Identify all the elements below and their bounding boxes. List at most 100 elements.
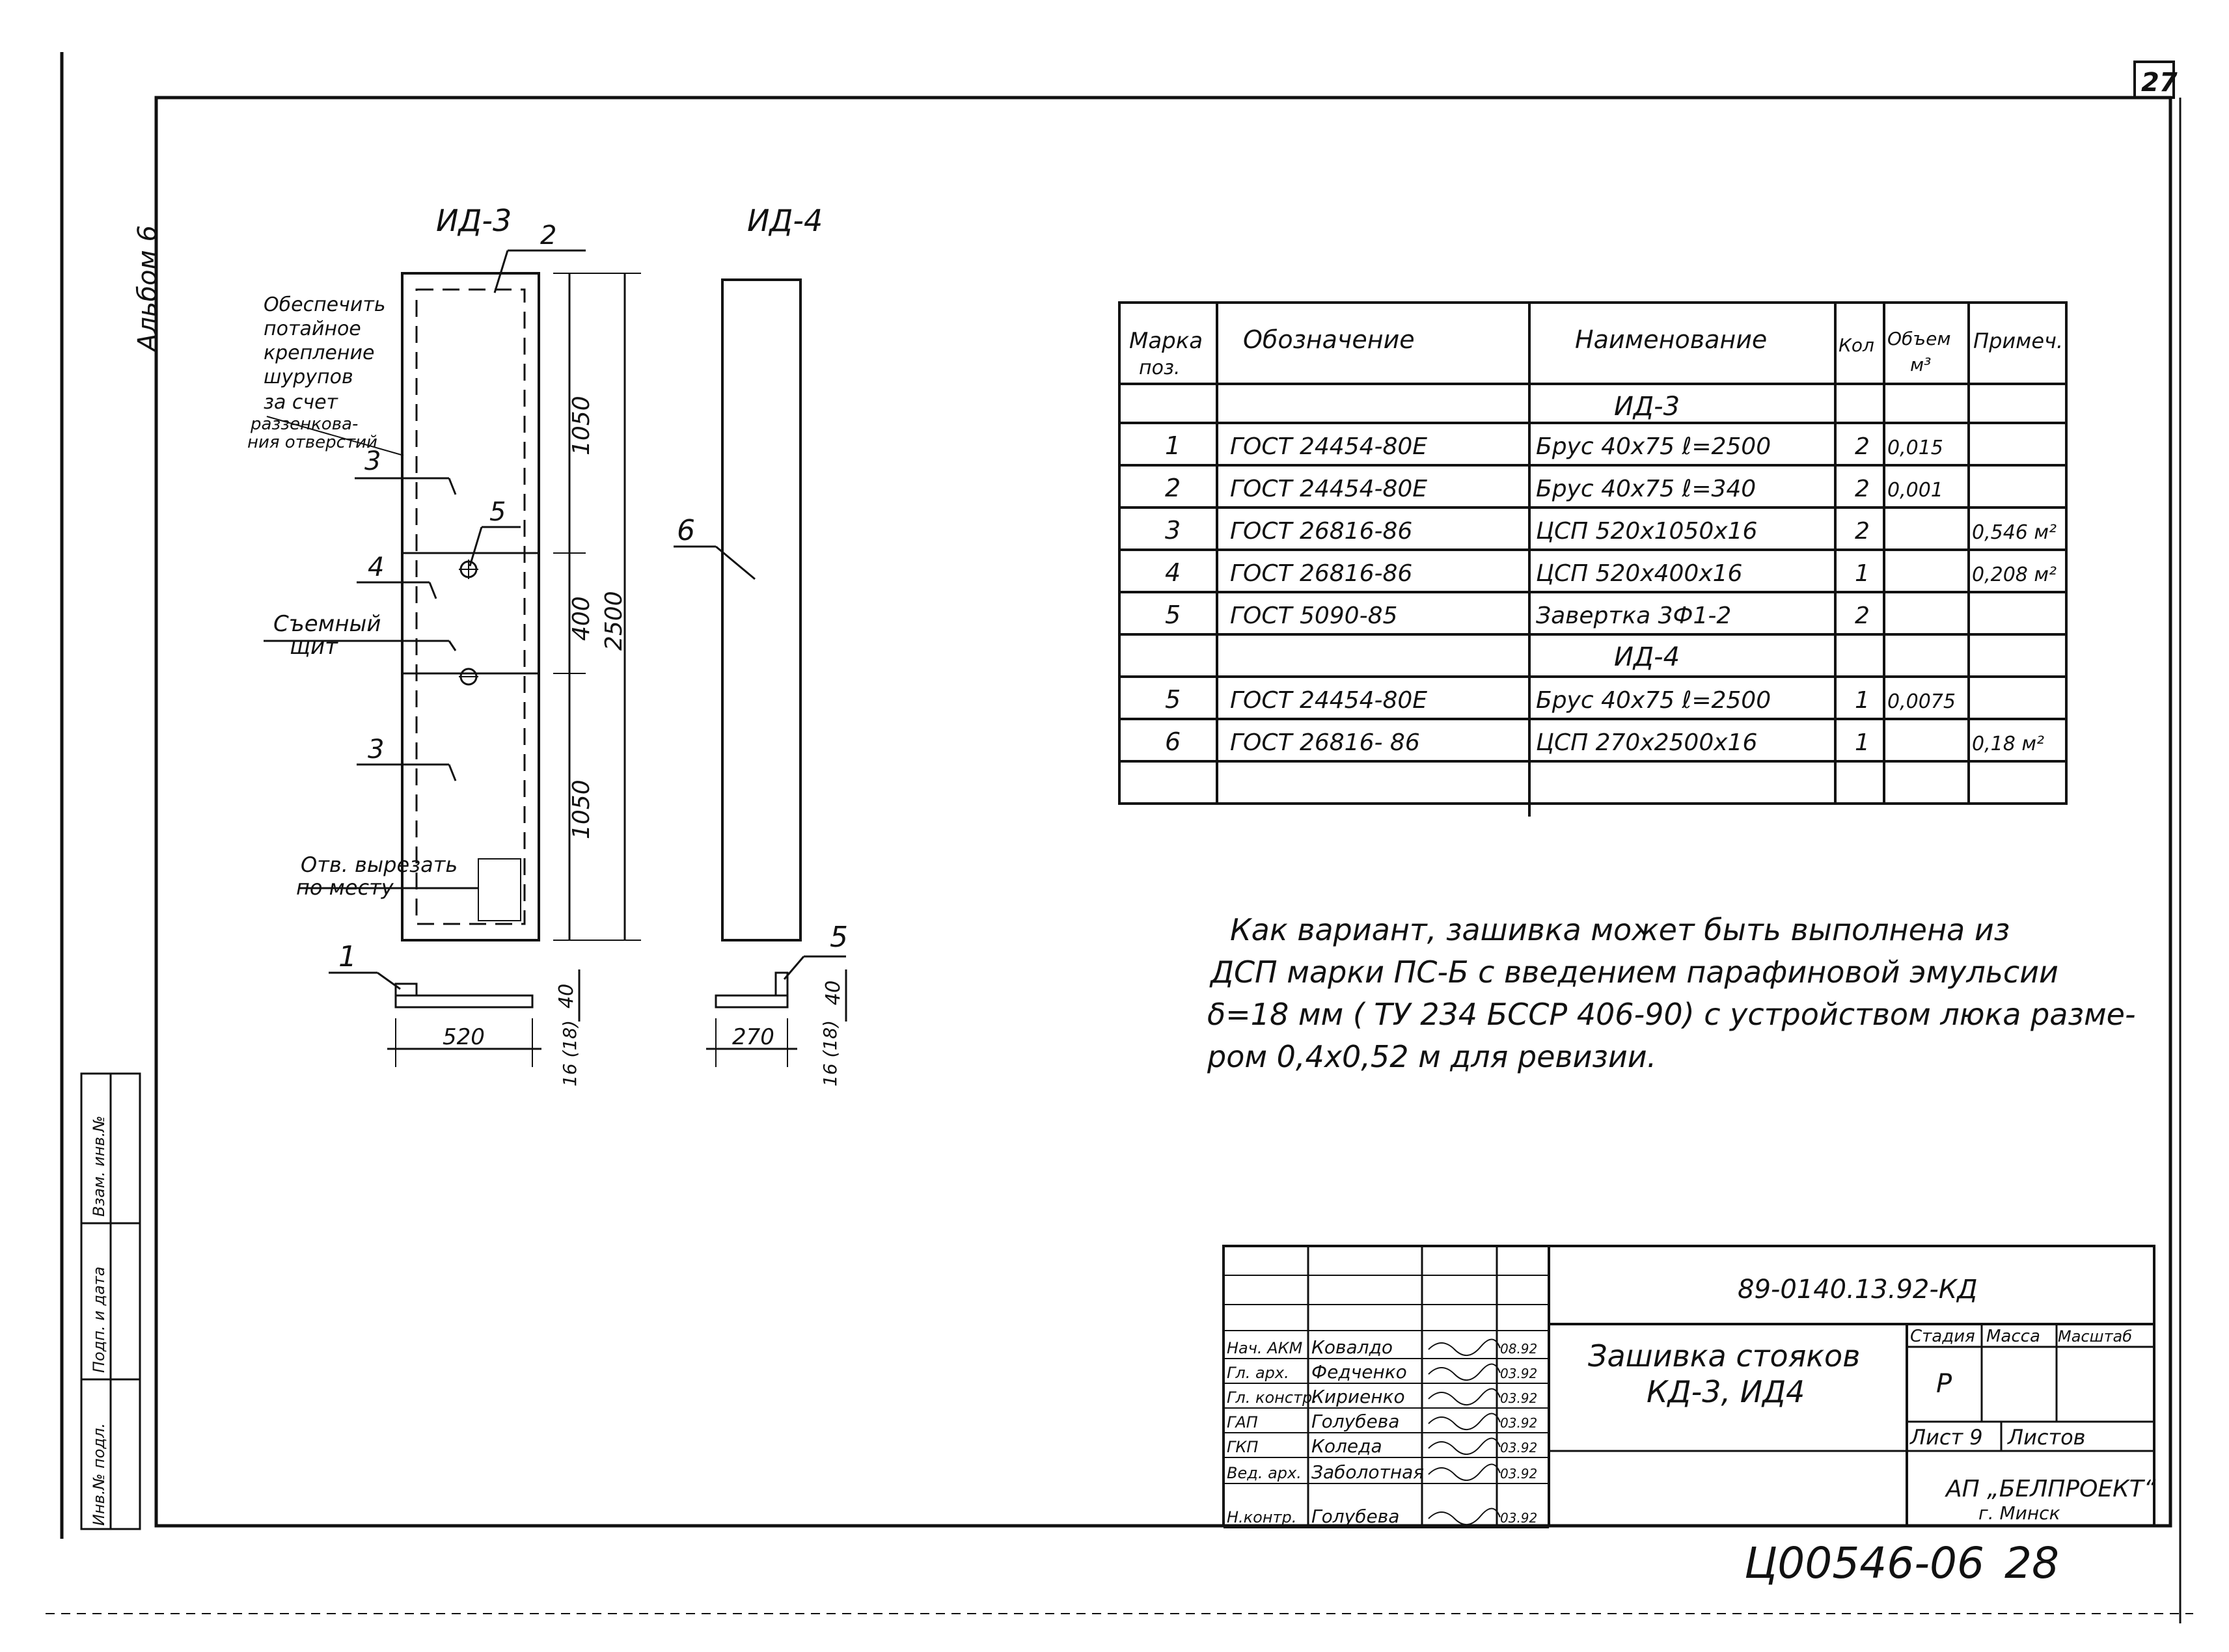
signature-mark: [1428, 1363, 1501, 1381]
signature-mark: [1428, 1413, 1501, 1430]
spec-cell: Брус 40х75 ℓ=2500: [1536, 687, 1771, 714]
id3-section-callout: 1: [338, 940, 357, 973]
signer-date: 03.92: [1500, 1390, 1537, 1406]
spec-cell: ГОСТ 26816- 86: [1230, 729, 1420, 756]
signer-date: 03.92: [1500, 1466, 1537, 1482]
signer-role: ГКП: [1227, 1438, 1258, 1456]
id4-elevation: [674, 278, 847, 1067]
signer-name: Федченко: [1311, 1361, 1407, 1383]
variant-note: Как вариант, зашивка может быть выполнен…: [1207, 912, 2136, 1074]
mass-label: Масса: [1986, 1327, 2040, 1346]
spec-cell: ГОСТ 24454-80Е: [1230, 687, 1427, 714]
id3-dim-bottom: 1050: [568, 779, 595, 839]
id4-section-width: 270: [732, 1024, 774, 1050]
svg-text:Съемный: Съемный: [273, 611, 381, 637]
id3-callout-3b: 3: [368, 735, 384, 765]
spec-cell: 3: [1165, 516, 1181, 545]
svg-text:Отв. вырезать: Отв. вырезать: [301, 852, 458, 877]
spec-cell: ЦСП 520х400х16: [1536, 560, 1742, 587]
id3-section-width: 520: [443, 1024, 485, 1050]
th-volume: Объем: [1887, 328, 1950, 349]
id3-callout-4: 4: [368, 552, 384, 582]
archive-number: Ц00546-06: [1744, 1538, 1984, 1588]
signature-mark: [1428, 1508, 1501, 1525]
svg-text:щит: щит: [290, 634, 338, 660]
id3-callout-3a: 3: [364, 446, 381, 476]
svg-text:по месту: по месту: [296, 875, 394, 900]
svg-text:за счет: за счет: [264, 391, 339, 414]
spec-cell: 0,001: [1887, 479, 1943, 502]
spec-cell: 1: [1855, 560, 1870, 587]
th-volume-unit: м³: [1910, 354, 1931, 375]
id3-callout-2: 2: [540, 221, 556, 251]
spec-cell: ГОСТ 24454-80Е: [1230, 476, 1427, 502]
scale-label: Масштаб: [2058, 1327, 2132, 1346]
signer-date: 03.92: [1500, 1440, 1537, 1456]
id3-dim-mid: 400: [568, 596, 595, 641]
svg-text:ДСП марки ПС-Б с введением пар: ДСП марки ПС-Б с введением парафиновой э…: [1209, 955, 2058, 990]
stage-value: Р: [1936, 1369, 1952, 1399]
drawing-title-2: КД-3, ИД4: [1647, 1374, 1805, 1409]
org-city: г. Минск: [1978, 1502, 2060, 1524]
spec-cell: Брус 40х75 ℓ=2500: [1536, 433, 1771, 460]
id3-dim-top: 1050: [568, 396, 595, 455]
spec-cell: 1: [1855, 729, 1870, 756]
spec-cell: ГОСТ 5090-85: [1230, 603, 1397, 629]
spec-cell: 2: [1855, 518, 1870, 545]
svg-text:ния отверстий: ния отверстий: [247, 433, 377, 452]
margin-label-sign: Подп. и дата: [90, 1267, 108, 1374]
margin-label-inv: Инв.№ подл.: [90, 1423, 108, 1526]
spec-cell: ГОСТ 26816-86: [1230, 560, 1412, 587]
org-name: АП „БЕЛПРОЕКТ“: [1945, 1476, 2156, 1502]
signer-date: 03.92: [1500, 1415, 1537, 1431]
spec-cell: ЦСП 270х2500х16: [1536, 729, 1757, 756]
signature-mark: [1428, 1463, 1501, 1481]
id3-elevation: [264, 249, 641, 1067]
spec-cell: 1: [1165, 431, 1181, 460]
drawing-title-1: Зашивка стояков: [1588, 1338, 1860, 1374]
spec-cell: 2: [1855, 603, 1870, 629]
signer-date: 03.92: [1500, 1510, 1537, 1526]
spec-group-title: ИД-4: [1614, 642, 1680, 672]
id4-callout-6: 6: [677, 514, 695, 547]
spec-cell: 0,015: [1887, 437, 1943, 459]
id3-section-height: 40: [555, 984, 578, 1009]
th-mark-2: поз.: [1139, 357, 1180, 379]
id4-section-thick: 16 (18): [819, 1020, 841, 1087]
note-removable: Съемный щит: [273, 611, 381, 660]
spec-group-title: ИД-3: [1614, 392, 1680, 422]
sheet-number: 27: [2141, 68, 2178, 98]
signer-date: 08.92: [1500, 1341, 1537, 1357]
spec-cell: 0,546 м²: [1972, 521, 2057, 544]
th-mark: Марка: [1129, 328, 1203, 354]
svg-text:Как вариант, зашивка может быт: Как вариант, зашивка может быть выполнен…: [1230, 912, 2010, 947]
svg-text:крепление: крепление: [264, 342, 374, 364]
signer-name: Коледа: [1311, 1435, 1382, 1457]
spec-cell: 5: [1165, 601, 1181, 629]
signer-role: ГАП: [1227, 1413, 1258, 1431]
margin-stamp: [80, 1072, 141, 1530]
th-note: Примеч.: [1973, 329, 2063, 353]
stage-label: Стадия: [1910, 1327, 1975, 1346]
signer-name: Кириенко: [1311, 1386, 1405, 1407]
signer-role: Нач. АКМ: [1227, 1339, 1303, 1357]
spec-cell: 1: [1855, 687, 1870, 714]
signer-role: Н.контр.: [1227, 1508, 1296, 1526]
page-number: 28: [2004, 1538, 2059, 1588]
id3-callout-5: 5: [489, 497, 506, 527]
id3-dim-total: 2500: [601, 591, 627, 651]
spec-cell: ГОСТ 26816-86: [1230, 518, 1412, 545]
sheet-label: Лист 9: [1909, 1425, 1983, 1450]
doc-code: 89-0140.13.92-КД: [1738, 1275, 1977, 1305]
spec-cell: 6: [1165, 727, 1181, 756]
signer-role: Вед. арх.: [1227, 1464, 1302, 1482]
album-label: Альбом 6: [133, 225, 163, 353]
signer-role: Гл. арх.: [1227, 1364, 1289, 1382]
signature-mark: [1428, 1388, 1501, 1405]
id4-section-callout: 5: [830, 921, 848, 954]
svg-text:Обеспечить: Обеспечить: [264, 293, 386, 316]
svg-text:ром 0,4х0,52 м для ревизии.: ром 0,4х0,52 м для ревизии.: [1207, 1039, 1656, 1074]
